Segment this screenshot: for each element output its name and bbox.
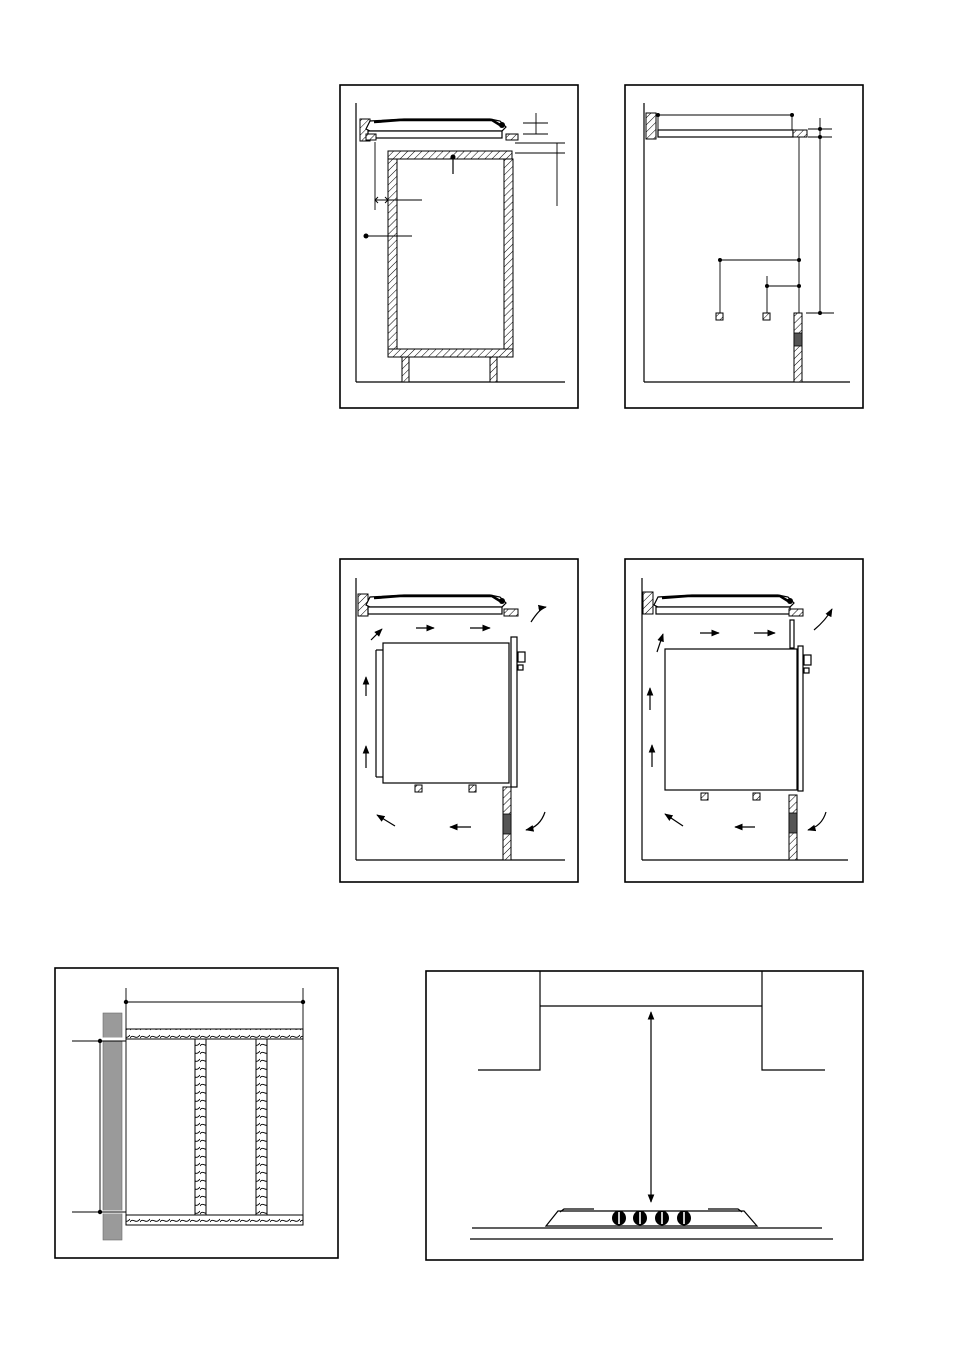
ventilation-airflow-a [340, 559, 578, 882]
plinth-vent [789, 813, 797, 833]
support-batten [415, 785, 422, 792]
worktop-right [506, 134, 518, 140]
hob-profile [366, 595, 506, 614]
upper-board [126, 1029, 303, 1039]
left-wall-cabinet [478, 971, 540, 1070]
ventilation-airflow-b [625, 559, 863, 882]
support-batten [469, 785, 476, 792]
support-batten [753, 793, 760, 800]
plinth-vent [794, 333, 802, 346]
oven-front-panel [798, 646, 803, 791]
cabinet-leg-right [490, 357, 497, 382]
oven-knob [518, 665, 523, 670]
divider-right [256, 1039, 267, 1215]
worktop-right [789, 609, 803, 616]
spacer-strip [790, 620, 794, 648]
support-batten [701, 793, 708, 800]
worktop-left [366, 134, 376, 140]
oven-knob [804, 668, 809, 673]
wall-stub [643, 592, 653, 614]
oven-front-panel [511, 637, 517, 787]
cutout-profile [658, 130, 793, 137]
worktop-right [793, 130, 807, 137]
support-batten [763, 313, 770, 320]
hob-to-hood-clearance [426, 971, 863, 1260]
hob-cabinet-section [340, 85, 578, 408]
cabinet-top-panel [388, 151, 512, 159]
hob-profile [654, 595, 794, 614]
divider-left [195, 1039, 206, 1215]
cabinet-left-side [388, 159, 397, 349]
support-batten [716, 313, 723, 320]
lower-board [126, 1215, 303, 1225]
oven-knob [518, 652, 525, 662]
oven-body [665, 649, 797, 790]
oven-knob [804, 655, 811, 665]
wall-stub [646, 113, 656, 139]
hob-profile [366, 119, 506, 138]
cabinet-leg-left [402, 357, 409, 382]
plinth-vent [503, 814, 511, 834]
worktop-right [504, 609, 518, 616]
cabinet-right-side [504, 159, 513, 349]
hob-above-oven-dimensions [625, 85, 863, 408]
cabinet-bottom-panel [388, 349, 513, 357]
plinth-panel [794, 313, 802, 382]
oven-body [383, 643, 509, 783]
right-wall-cabinet [762, 971, 825, 1070]
cabinet-shelf-plan [55, 968, 338, 1258]
side-wall-panel [103, 1013, 122, 1240]
hob-front-view [546, 1209, 757, 1226]
